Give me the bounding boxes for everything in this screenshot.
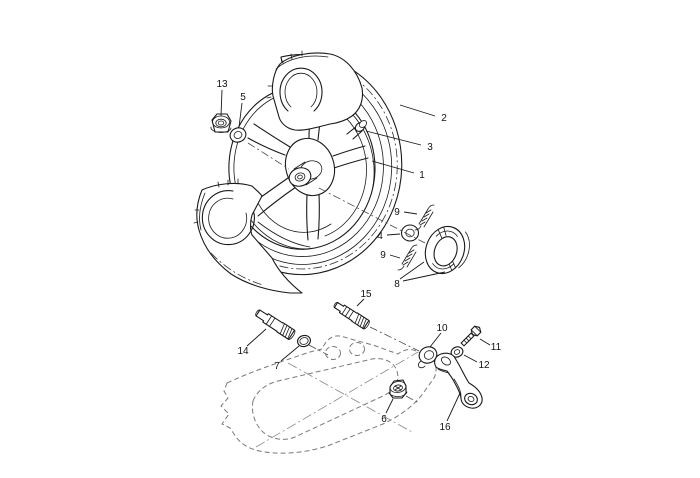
callout-15: 15 <box>360 289 372 300</box>
bolt <box>460 325 482 347</box>
axle-shaft-15 <box>333 301 370 330</box>
brake-spring-lower <box>397 244 418 271</box>
callout-9b: 9 <box>380 250 386 261</box>
callout-1: 1 <box>419 170 425 181</box>
callout-6: 6 <box>381 414 387 425</box>
callout-leaders <box>220 89 491 422</box>
axle-shaft-14 <box>255 309 296 340</box>
brake-arm <box>434 352 483 409</box>
valve-stem <box>346 120 368 140</box>
callout-10: 10 <box>436 323 448 334</box>
crankcase-phantom <box>220 335 437 454</box>
brake-spring-upper <box>414 204 435 231</box>
callout-2: 2 <box>441 113 447 124</box>
centerlines <box>247 142 426 404</box>
callout-13: 13 <box>216 79 228 90</box>
tire-section-top <box>266 50 364 131</box>
callout-12: 12 <box>478 360 490 371</box>
o-ring <box>297 334 311 348</box>
callout-3: 3 <box>427 142 433 153</box>
tire-section-bottom <box>193 178 303 294</box>
callout-9a: 9 <box>394 207 400 218</box>
brake-shoe-set <box>424 225 470 275</box>
callout-14: 14 <box>237 346 249 357</box>
callout-16: 16 <box>439 422 451 433</box>
washer-5 <box>229 127 247 143</box>
washer-4 <box>400 224 420 242</box>
callout-5: 5 <box>240 92 246 103</box>
callout-11: 11 <box>491 342 502 353</box>
oil-seal <box>417 346 438 369</box>
washer-12 <box>450 346 464 358</box>
flange-nut <box>388 379 408 399</box>
callout-7: 7 <box>274 361 280 372</box>
callout-4: 4 <box>377 231 383 242</box>
callout-8: 8 <box>394 279 400 290</box>
callout-labels: 13 5 2 3 1 9 4 9 8 15 14 7 10 11 12 6 16 <box>216 79 501 433</box>
axle-nut <box>210 113 232 133</box>
wheel-hub <box>284 137 336 197</box>
